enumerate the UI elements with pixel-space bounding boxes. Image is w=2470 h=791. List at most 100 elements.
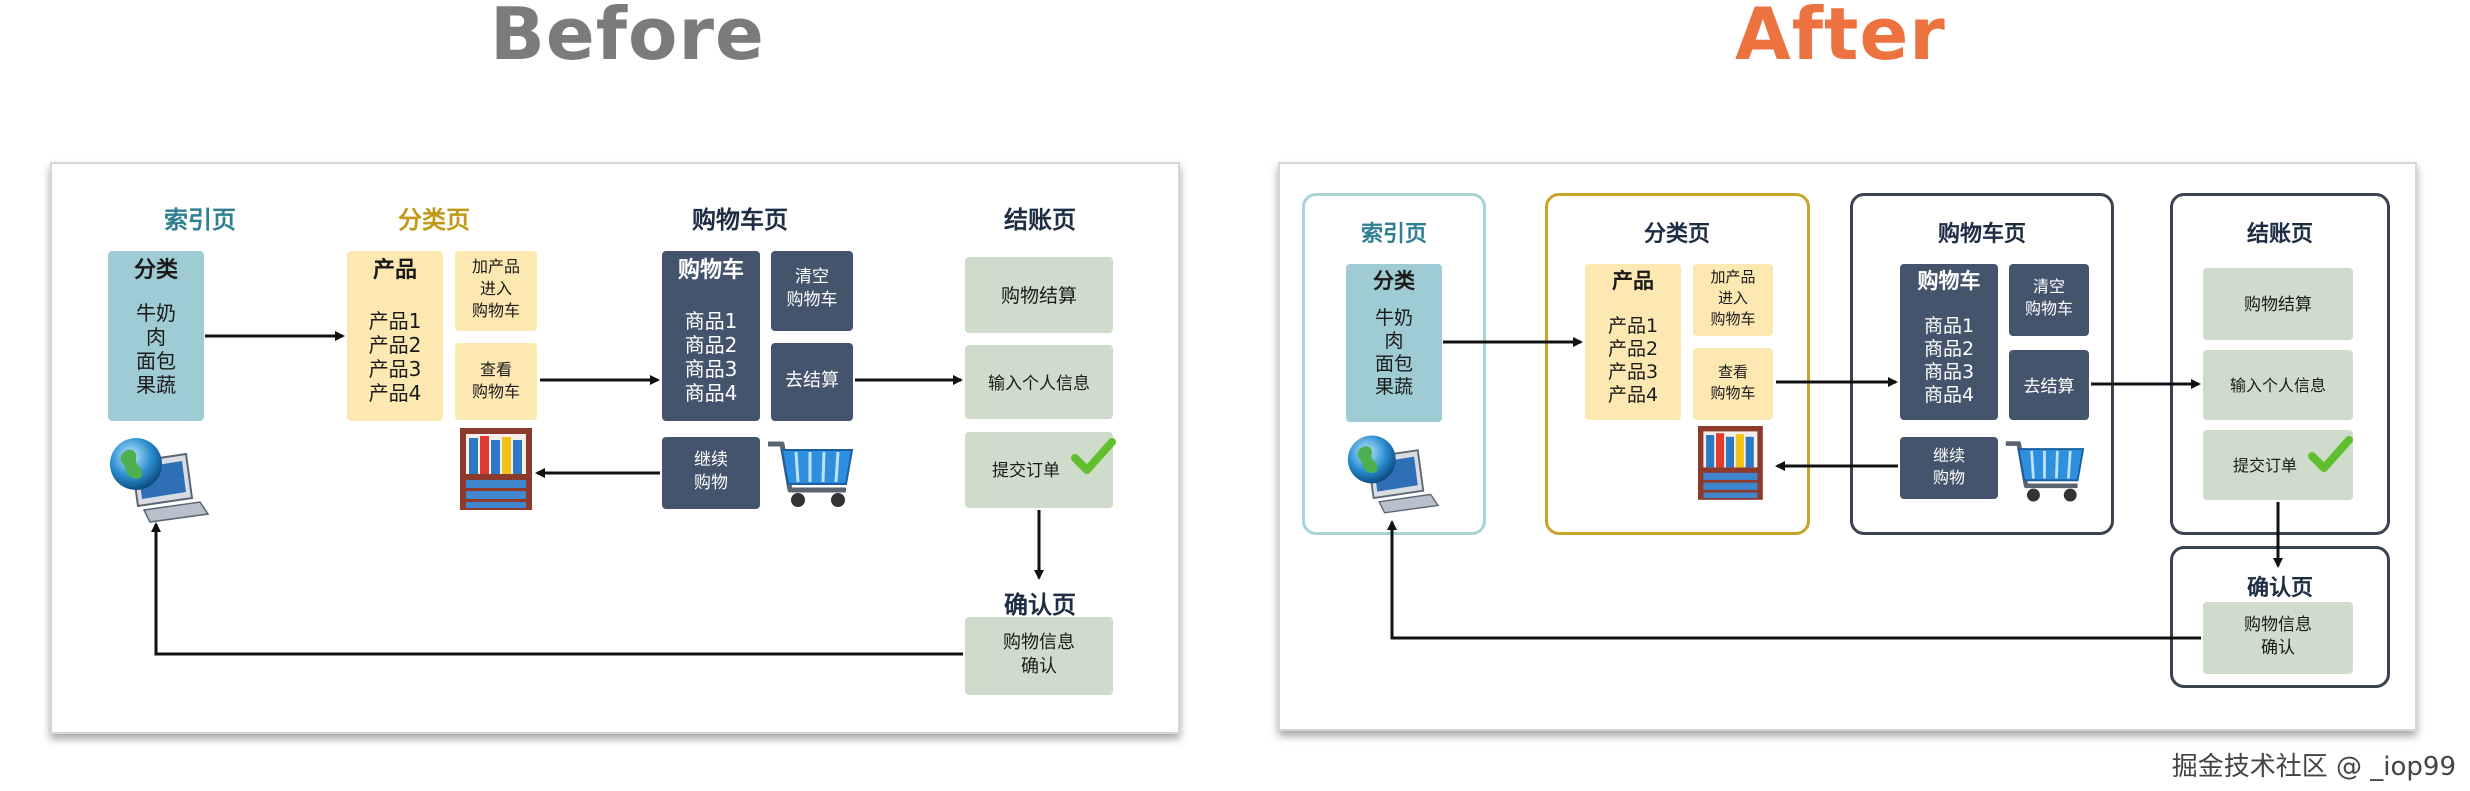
add-to-cart-line: 进入 (479, 279, 512, 298)
confirm-line: 购物信息 (1003, 632, 1075, 653)
product-box-head: 产品 (1612, 269, 1654, 293)
bookshelf-icon (460, 428, 532, 510)
add-to-cart-line: 加产品 (471, 257, 520, 276)
go-checkout-label: 去结算 (785, 370, 839, 391)
continue-shopping-line: 继续 (694, 450, 728, 470)
before-index-category-box: 分类 牛奶 肉 面包 果蔬 (108, 251, 204, 421)
before-index-page-label: 索引页 (164, 206, 236, 234)
cart-item: 商品1 (1923, 315, 1975, 337)
product-item: 产品3 (1607, 361, 1659, 383)
after-category-group (1545, 193, 1810, 535)
after-cart-group (1850, 193, 2114, 535)
cart-item: 商品3 (1923, 361, 1975, 383)
index-item: 果蔬 (1374, 376, 1413, 398)
cart-box-head: 购物车 (677, 258, 744, 283)
cart-item: 商品3 (684, 357, 738, 381)
add-to-cart-line: 进入 (1717, 289, 1748, 307)
product-box-head: 产品 (372, 258, 417, 283)
before-product-box: 产品 产品1 产品2 产品3 产品4 (347, 251, 443, 421)
clear-cart-line: 购物车 (786, 290, 838, 310)
after-title: After (1735, 0, 1946, 76)
after-add-to-cart-box: 加产品 进入 购物车 (1693, 264, 1773, 336)
after-category-page-label: 分类页 (1643, 222, 1710, 247)
add-to-cart-line: 加产品 (1710, 268, 1756, 286)
checkmark-icon (2308, 436, 2353, 472)
product-item: 产品2 (1607, 338, 1659, 360)
cart-item: 商品4 (684, 381, 738, 405)
after-continue-shopping-box: 继续 购物 (1900, 437, 1998, 499)
index-item: 牛奶 (1374, 307, 1413, 329)
product-item: 产品1 (368, 309, 422, 333)
view-cart-line: 查看 (1717, 363, 1748, 381)
after-checkout-page-label: 结账页 (2246, 222, 2313, 247)
checkout-step-label: 购物结算 (1000, 285, 1077, 307)
add-to-cart-line: 购物车 (471, 301, 520, 320)
before-checkout-page-label: 结账页 (1004, 206, 1076, 234)
checkout-step-label: 提交订单 (2232, 456, 2297, 475)
arrow-confirm-to-index (151, 522, 963, 656)
shopping-cart-icon (2005, 441, 2085, 502)
product-item: 产品3 (368, 357, 422, 381)
after-confirm-page-label: 确认页 (2246, 576, 2313, 601)
checkout-step-label: 输入个人信息 (2229, 376, 2326, 395)
after-checkout-step-1: 购物结算 (2203, 268, 2353, 340)
checkout-step-label: 购物结算 (2244, 295, 2312, 315)
index-item: 肉 (1384, 330, 1404, 352)
before-confirm-page-label: 确认页 (1004, 591, 1076, 619)
checkmark-icon (1071, 438, 1116, 474)
index-box-head: 分类 (133, 258, 178, 283)
continue-shopping-line: 继续 (1932, 446, 1965, 465)
go-checkout-label: 去结算 (2023, 377, 2075, 397)
cart-item: 商品2 (684, 333, 738, 357)
arrow-confirm-to-index (1387, 520, 2201, 640)
before-view-cart-box: 查看 购物车 (455, 343, 537, 420)
clear-cart-line: 购物车 (2024, 299, 2073, 318)
add-to-cart-line: 购物车 (1710, 310, 1756, 328)
clear-cart-line: 清空 (795, 267, 829, 287)
bookshelf-icon (1698, 426, 1763, 500)
globe-computer-icon (110, 438, 210, 523)
before-go-checkout-box: 去结算 (771, 343, 853, 421)
index-item: 果蔬 (136, 373, 176, 397)
view-cart-line: 查看 (479, 360, 512, 379)
after-cart-page-label: 购物车页 (1937, 222, 2026, 247)
confirm-line: 确认 (1021, 656, 1057, 677)
continue-shopping-line: 购物 (694, 473, 728, 493)
before-clear-cart-box: 清空 购物车 (771, 251, 853, 331)
index-item: 面包 (1374, 353, 1413, 375)
before-confirm-box: 购物信息 确认 (965, 617, 1113, 695)
before-title: Before (490, 0, 765, 76)
shopping-cart-icon (768, 441, 854, 507)
before-continue-shopping-box: 继续 购物 (662, 437, 760, 509)
product-item: 产品2 (368, 333, 422, 357)
product-item: 产品4 (1607, 384, 1659, 406)
product-item: 产品4 (368, 381, 422, 405)
cart-item: 商品4 (1923, 384, 1975, 406)
index-item: 牛奶 (136, 301, 176, 325)
cart-item: 商品2 (1923, 338, 1975, 360)
cart-item: 商品1 (684, 309, 738, 333)
after-cart-box: 购物车 商品1 商品2 商品3 商品4 (1900, 264, 1998, 420)
after-product-box: 产品 产品1 产品2 产品3 产品4 (1585, 264, 1681, 420)
globe-computer-icon (1347, 435, 1440, 514)
after-confirm-box: 购物信息 确认 (2203, 602, 2353, 674)
before-checkout-step-1: 购物结算 (965, 257, 1113, 333)
after-go-checkout-box: 去结算 (2009, 350, 2089, 420)
after-confirm-group (2170, 546, 2390, 688)
checkout-step-label: 提交订单 (992, 461, 1060, 481)
before-checkout-step-2: 输入个人信息 (965, 345, 1113, 419)
after-index-group (1302, 193, 1486, 535)
before-add-to-cart-box: 加产品 进入 购物车 (455, 251, 537, 331)
checkout-step-label: 输入个人信息 (988, 374, 1090, 394)
cart-box-head: 购物车 (1917, 269, 1981, 293)
after-clear-cart-box: 清空 购物车 (2009, 264, 2089, 336)
before-cart-box: 购物车 商品1 商品2 商品3 商品4 (662, 251, 760, 421)
after-checkout-group (2170, 193, 2390, 535)
after-index-category-box: 分类 牛奶 肉 面包 果蔬 (1346, 264, 1442, 422)
index-box-head: 分类 (1373, 269, 1415, 293)
confirm-line: 购物信息 (2244, 615, 2312, 635)
view-cart-line: 购物车 (1710, 384, 1756, 402)
watermark: 掘金技术社区 @ _iop99 (2171, 752, 2456, 782)
view-cart-line: 购物车 (471, 382, 520, 401)
